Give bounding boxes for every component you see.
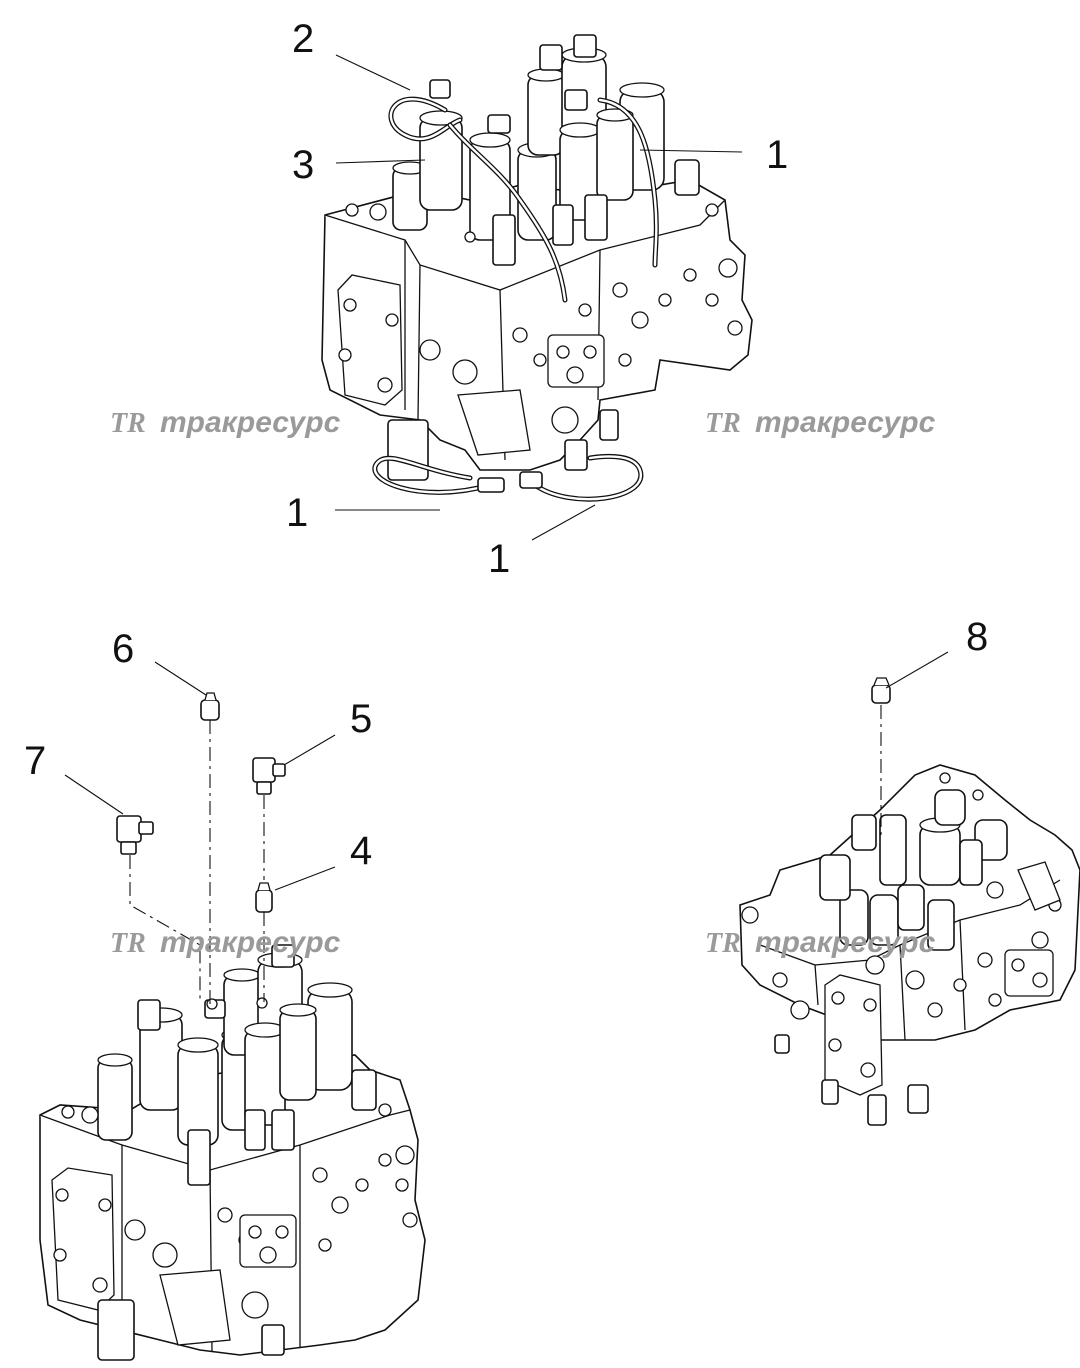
watermark-logo: TR — [705, 408, 741, 439]
watermark-logo: TR — [110, 928, 146, 959]
callout-3: 3 — [292, 143, 314, 187]
callout-1-right: 1 — [766, 133, 788, 177]
watermark-text: тракресурс — [755, 406, 936, 439]
leader-lines-bottom-left — [64, 661, 336, 891]
control-valve-assembly-top — [321, 34, 753, 481]
leader-line-bottom-right — [885, 651, 949, 689]
callout-6: 6 — [112, 627, 134, 671]
control-valve-assembly-bottom-left — [39, 944, 426, 1361]
watermark-text: тракресурс — [160, 926, 341, 959]
control-valve-assembly-bottom-right — [739, 764, 1080, 1126]
fitting-7 — [116, 815, 154, 855]
fitting-4 — [255, 882, 273, 913]
watermark-2: TR тракресурс — [705, 406, 936, 439]
watermark-text: тракресурс — [755, 926, 936, 959]
assembly-lines-bottom-left — [129, 720, 265, 1005]
fitting-8 — [871, 677, 891, 704]
watermark-logo: TR — [110, 408, 146, 439]
fittings-bottom-left — [116, 692, 286, 913]
watermark-3: TR тракресурс — [110, 926, 341, 959]
callout-1-bottom: 1 — [488, 537, 510, 581]
fitting-5 — [252, 757, 286, 795]
callout-4: 4 — [350, 829, 372, 873]
watermark-1: TR тракресурс — [110, 406, 341, 439]
fitting-6 — [200, 692, 220, 721]
callout-8: 8 — [966, 615, 988, 659]
callout-1-left: 1 — [286, 491, 308, 535]
hose-lines-top — [372, 79, 659, 502]
watermark-logo: TR — [705, 928, 741, 959]
watermark-text: тракресурс — [160, 406, 341, 439]
callout-2: 2 — [292, 17, 314, 61]
callout-5: 5 — [350, 697, 372, 741]
callout-7: 7 — [24, 739, 46, 783]
leader-lines-top — [335, 54, 743, 541]
solenoid-group-bottom-right — [741, 772, 1008, 975]
callout-numbers: 2 3 1 1 1 6 5 7 4 8 — [24, 17, 988, 873]
watermark-4: TR тракресурс — [705, 926, 936, 959]
solenoid-group-bottom-left — [61, 944, 392, 1186]
